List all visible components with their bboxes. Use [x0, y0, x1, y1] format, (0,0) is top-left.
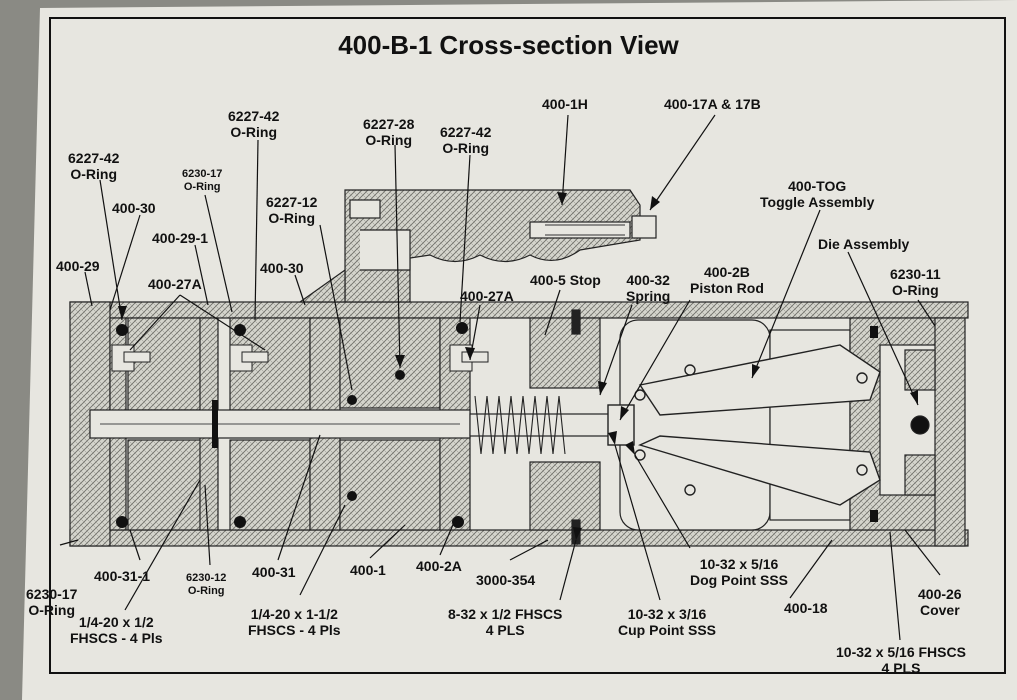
diagram-title: 400-B-1 Cross-section View: [338, 30, 679, 60]
leader-arrowheads: [118, 192, 918, 540]
stop-400-5: [529, 309, 601, 545]
label-400-30-left: 400-30: [112, 200, 156, 216]
toggle-links: [607, 344, 881, 506]
spring-400-32: [474, 395, 566, 455]
label-400-27a-right: 400-27A: [460, 288, 514, 304]
label-400-30-mid: 400-30: [260, 260, 304, 276]
label-400-2a: 400-2A: [416, 558, 462, 574]
manifold-400-1h: [298, 189, 657, 303]
leader-lines: [59, 114, 941, 641]
label-400-29-1: 400-29-1: [152, 230, 209, 246]
label-400-17a-17b: 400-17A & 17B: [664, 96, 761, 112]
label-400-18: 400-18: [784, 600, 828, 616]
label-400-31: 400-31: [252, 564, 296, 580]
label-die-assembly: Die Assembly: [818, 236, 910, 252]
label-400-31-1: 400-31-1: [94, 568, 151, 584]
valve-400-27a: [111, 344, 489, 372]
label-400-5-stop: 400-5 Stop: [530, 272, 601, 288]
label-400-1: 400-1: [350, 562, 386, 578]
label-400-1h: 400-1H: [542, 96, 588, 112]
die-assembly: [904, 349, 936, 496]
o-rings: [116, 322, 878, 528]
label-400-27a-left: 400-27A: [148, 276, 202, 292]
label-400-29: 400-29: [56, 258, 100, 274]
diagram-frame: [49, 17, 1006, 674]
label-3000-354: 3000-354: [476, 572, 536, 588]
